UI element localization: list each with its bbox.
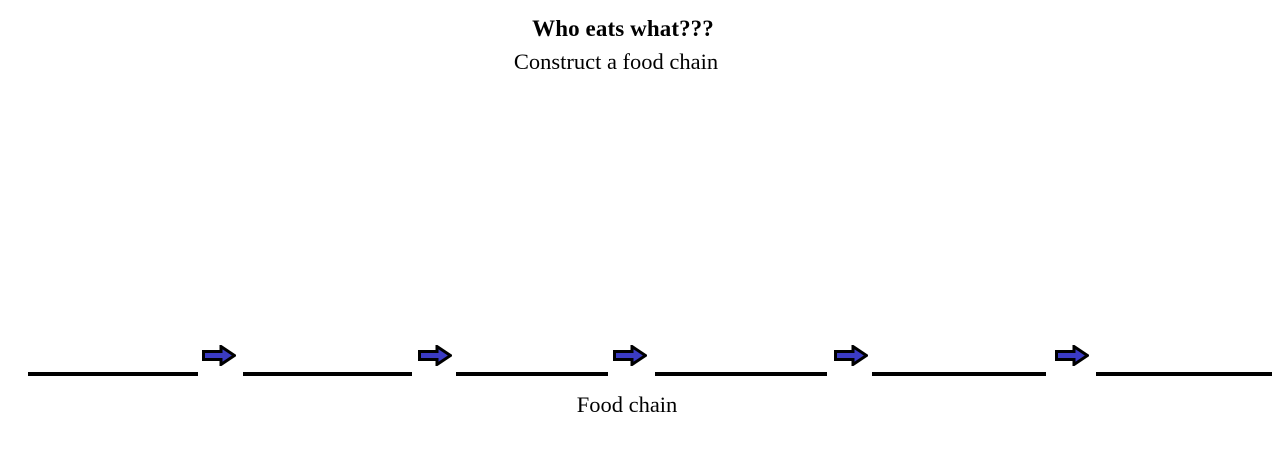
page-subtitle: Construct a food chain [513,49,719,74]
right-arrow-icon [834,345,868,366]
right-arrow-icon [1055,345,1089,366]
food-chain-blank-1[interactable] [28,372,198,376]
right-arrow-icon [613,345,647,366]
food-chain-blank-6[interactable] [1096,372,1272,376]
food-chain-blank-5[interactable] [872,372,1046,376]
food-chain-blank-3[interactable] [456,372,608,376]
page-title: Who eats what??? [532,16,714,41]
food-chain-blank-4[interactable] [655,372,827,376]
right-arrow-icon [418,345,452,366]
right-arrow-icon [202,345,236,366]
food-chain-blank-2[interactable] [243,372,412,376]
food-chain-row [0,340,1283,380]
food-chain-caption: Food chain [576,392,678,417]
